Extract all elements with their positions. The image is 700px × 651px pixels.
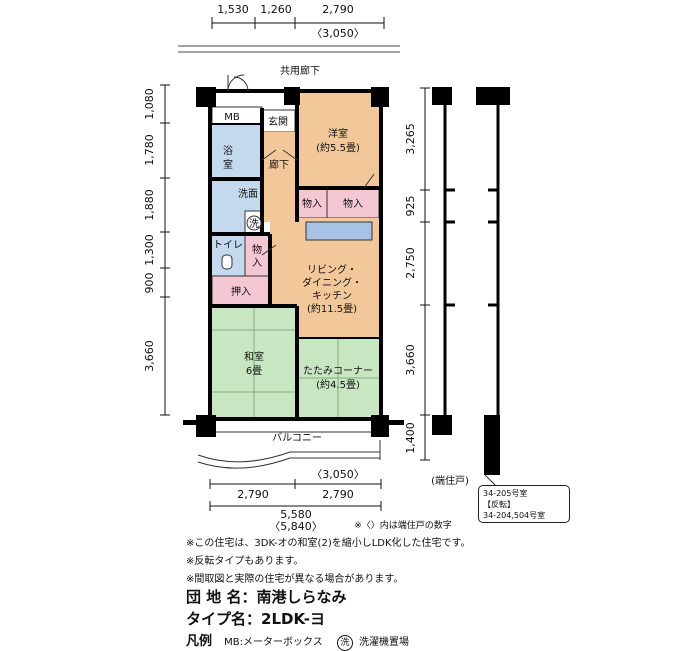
columns [183,87,404,437]
left-dim-6: 3,660 [143,340,156,372]
left-dim-1: 1,080 [143,88,156,120]
type-name: 2LDK-ヨ [261,610,326,628]
estate-name: 南港しらなみ [256,588,347,606]
mb-label: MB [224,112,240,123]
notes: ※この住宅は、3DK-オの和室(2)を縮小しLDK化した住宅です。 ※反転タイプ… [186,535,471,589]
callout-line-1: 34-205号室 [483,489,528,498]
right-dim-4: 3,660 [404,344,417,376]
ldk-size: (約11.5畳) [307,302,357,315]
balcony [197,431,381,469]
type-label: タイプ名： [186,610,262,628]
right-dim-2: 925 [404,196,417,217]
washroom-label: 洗面 [238,188,258,200]
top-dim-3: 2,790 [322,3,354,16]
top-dimension-line [211,17,385,29]
top-dim-1: 1,530 [217,3,249,16]
ldk-label-1: リビング・ [307,263,357,276]
tatami-corner-label: たたみコーナー [303,365,373,377]
washitsu-label: 和室 [244,350,264,363]
note-1: ※この住宅は、3DK-オの和室(2)を縮小しLDK化した住宅です。 [186,538,471,549]
bath-label-2: 室 [223,158,233,171]
legend: 凡例 MB:メーターボックス 洗 洗濯機置場 [186,630,409,651]
end-unit-label: (端住戸) [431,474,469,487]
western-room-size: (約5.5畳) [316,141,360,154]
estate-label: 団 地 名： [186,588,257,606]
callout-line-3: 34-204,504号室 [483,511,546,520]
legend-label: 凡例 [186,634,213,649]
note-2: ※反転タイプもあります。 [186,556,304,567]
bottom-dimension-lines [209,479,382,511]
right-dim-1: 3,265 [404,123,417,155]
ldk-label-3: キッチン [312,290,352,302]
note-3: ※間取図と実際の住宅が異なる場合があります。 [186,574,404,585]
hallway-label: 廊下 [269,158,289,171]
right-dim-3: 2,750 [404,247,417,279]
ldk-label-2: ダイニング・ [302,276,362,289]
bottom-dim-total: 5,580 [280,508,312,521]
bottom-dim-a: 2,790 [237,488,269,501]
end-unit-columns [432,87,510,475]
left-dim-2: 1,780 [143,134,156,166]
walls [208,89,383,421]
top-dim-2: 1,260 [260,3,292,16]
tatami-corner-size: (約4.5畳) [316,378,360,391]
corridor-label: 共用廊下 [280,64,320,77]
end-unit-walls [443,92,500,430]
callout-box: 34-205号室 【反転】 34-204,504号室 [478,485,570,523]
legend-washer-text: 洗濯機置場 [359,637,409,648]
left-dimension-line [160,84,170,416]
western-room-label: 洋室 [328,127,348,140]
legend-mb: MB:メーターボックス [224,637,323,648]
tatami-lines [212,306,379,417]
left-dim-5: 900 [143,273,156,294]
bottom-dim-total-alt: 〈5,840〉 [269,520,323,533]
callout-line-2: 【反転】 [483,500,515,509]
toilet-icon [221,254,233,270]
washitsu-size: 6畳 [246,365,262,377]
storage-v-label-2: 入 [252,258,262,269]
balcony-label: バルコニー [272,432,322,444]
washer-label: 洗 [249,218,259,230]
top-dim-3-alt: 〈3,050〉 [311,27,365,40]
doors [227,74,375,256]
storage-v-label-1: 物 [252,243,262,256]
toilet-label: トイレ [213,240,243,251]
left-dim-3: 1,880 [143,189,156,221]
bath-label-1: 浴 [223,145,233,157]
genkan-label: 玄関 [268,115,288,128]
wall-thin [210,123,381,339]
bottom-dim-b: 2,790 [322,488,354,501]
storage-label-1: 物入 [302,197,322,210]
property-info: 団 地 名：南港しらなみ タイプ名：2LDK-ヨ [186,586,346,630]
estate-row: 団 地 名：南港しらなみ [186,586,346,608]
right-dimension-line [420,87,430,461]
bracket-note: ※〈〉内は端住戸の数字 [354,519,452,531]
storage-label-2: 物入 [343,197,363,210]
washer-icon [246,215,262,231]
left-dim-4: 1,300 [143,234,156,266]
legend-washer-icon: 洗 [336,635,353,651]
corridor-hatch [178,45,400,53]
bottom-dim-upper: 〈3,050〉 [311,468,365,481]
oshiire-label: 押入 [231,285,251,298]
type-row: タイプ名：2LDK-ヨ [186,608,346,630]
right-dim-5: 1,400 [404,422,417,454]
